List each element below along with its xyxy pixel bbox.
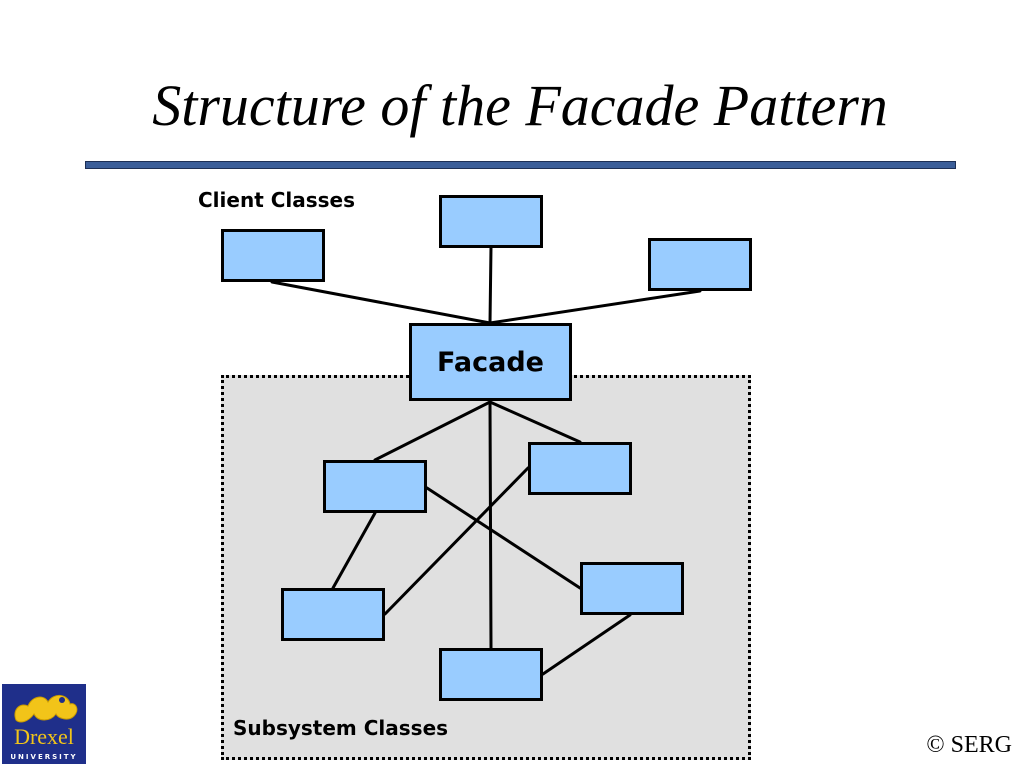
logo-subtitle: UNIVERSITY (10, 753, 78, 761)
facade-sub-5-line (488, 400, 493, 650)
client-1-facade-line (270, 280, 492, 325)
client-classes-label: Client Classes (198, 188, 356, 212)
client-class-box-2 (439, 195, 543, 248)
facade-label: Facade (437, 346, 544, 378)
subsystem-classes-label: Subsystem Classes (233, 716, 449, 740)
subsystem-class-box-3 (281, 588, 385, 641)
client-3-facade-line (488, 289, 702, 325)
sub-1-sub-3-line (331, 511, 377, 590)
copyright-notice: © SERG (926, 732, 1012, 758)
title-rule (85, 161, 956, 169)
dragon-icon (14, 695, 78, 723)
slide-title: Structure of the Facade Pattern (152, 73, 888, 138)
sub-4-sub-5-line (541, 613, 632, 676)
client-2-facade-line (488, 245, 493, 325)
subsystem-class-box-2 (528, 442, 632, 495)
facade-sub-1-line (373, 400, 492, 462)
logo-name: Drexel (14, 724, 74, 749)
facade-box: Facade (409, 323, 572, 401)
sub-1-sub-4-line (425, 486, 582, 590)
sub-2-sub-6-line (383, 466, 530, 616)
subsystem-class-box-5 (439, 648, 543, 701)
subsystem-class-box-4 (580, 562, 684, 615)
facade-sub-2-line (488, 400, 582, 444)
drexel-logo: Drexel UNIVERSITY (2, 684, 86, 764)
client-class-box-3 (648, 238, 752, 291)
subsystem-class-box-1 (323, 460, 427, 513)
client-class-box-1 (221, 229, 325, 282)
